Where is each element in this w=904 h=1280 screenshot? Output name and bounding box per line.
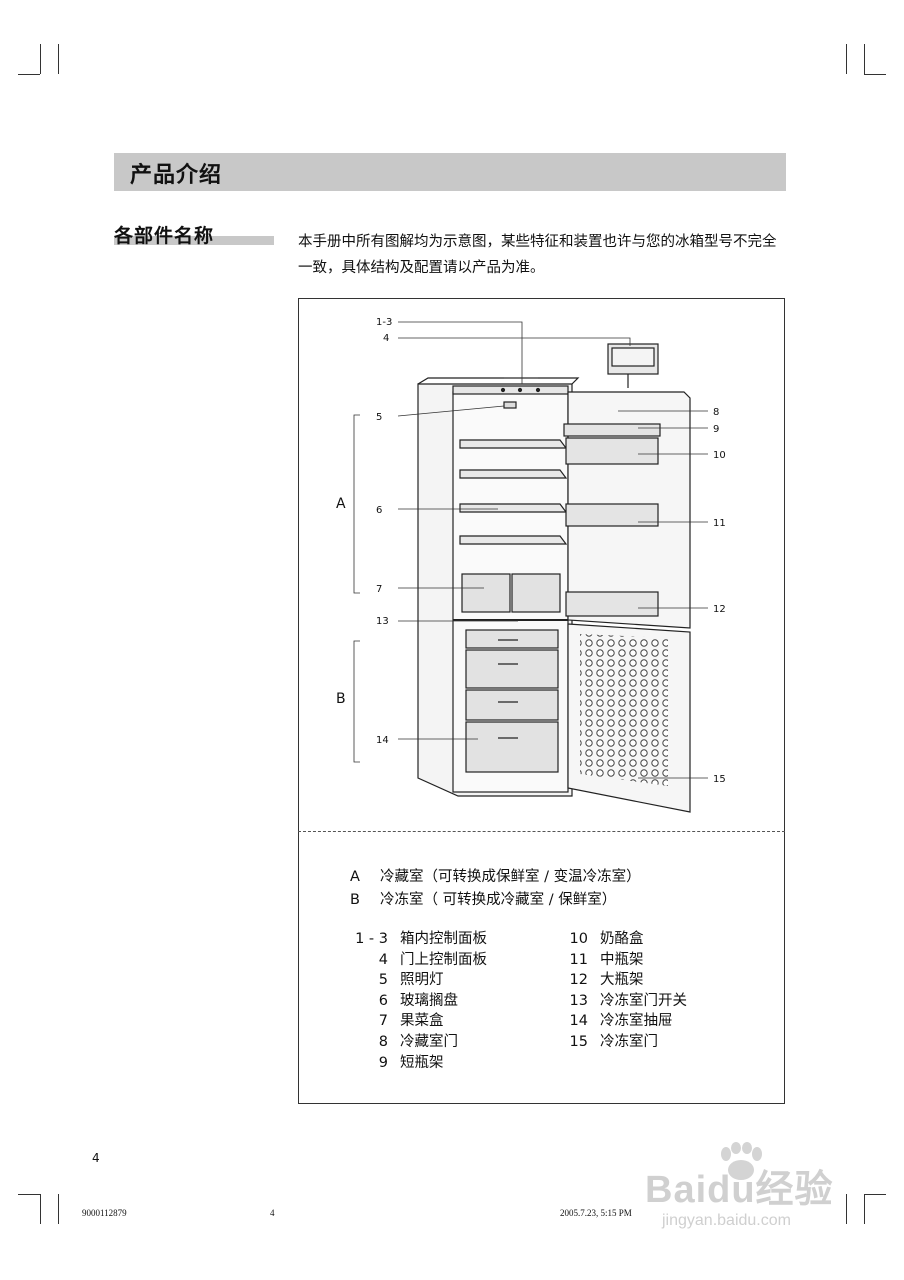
footer-timestamp: 2005.7.23, 5:15 PM bbox=[560, 1208, 632, 1218]
list-item: 6 玻璃搁盘 bbox=[350, 991, 487, 1012]
part-label: 冷冻室门 bbox=[600, 1033, 658, 1050]
page-number: 4 bbox=[92, 1151, 100, 1165]
part-label: 玻璃搁盘 bbox=[400, 992, 458, 1009]
part-number: 9 bbox=[378, 1054, 388, 1071]
part-number: 10 bbox=[569, 931, 588, 947]
part-number: 1 - 3 bbox=[355, 931, 388, 947]
subsection-title: 各部件名称 bbox=[114, 225, 215, 247]
legend-a-text: 冷藏室（可转换成保鲜室 / 变温冷冻室） bbox=[380, 869, 641, 885]
crop-mark bbox=[846, 44, 847, 74]
callout-12: 12 bbox=[713, 604, 726, 615]
part-label: 冷藏室门 bbox=[400, 1033, 458, 1050]
legend-b-key: B bbox=[350, 892, 360, 908]
part-number: 15 bbox=[569, 1033, 588, 1050]
section-title: 产品介绍 bbox=[130, 163, 223, 188]
footer-code: 9000112879 bbox=[82, 1208, 127, 1218]
list-item: 4 门上控制面板 bbox=[350, 950, 487, 971]
parts-list-right: 10 奶酪盒 11 中瓶架 12 大瓶架 13 冷冻室门开关 14 冷冻室抽屉 15 冷冻室… bbox=[550, 929, 687, 1053]
list-item: 11 中瓶架 bbox=[550, 950, 687, 971]
legend-a-key: A bbox=[350, 869, 360, 885]
footer-page: 4 bbox=[270, 1208, 275, 1218]
part-label: 果菜盒 bbox=[400, 1013, 444, 1030]
fridge-diagram: 1-3 4 5 6 7 13 14 8 9 10 11 12 15 A B bbox=[336, 317, 726, 813]
crop-mark bbox=[58, 44, 59, 74]
list-item: 14 冷冻室抽屉 bbox=[550, 1011, 687, 1032]
list-item: 12 大瓶架 bbox=[550, 970, 687, 991]
part-label: 大瓶架 bbox=[600, 972, 644, 989]
watermark-brand: Baidu经验 bbox=[645, 1169, 834, 1211]
crop-mark bbox=[864, 44, 865, 74]
callout-8: 8 bbox=[713, 407, 719, 418]
list-item: 15 冷冻室门 bbox=[550, 1032, 687, 1053]
list-item: 8 冷藏室门 bbox=[350, 1032, 487, 1053]
callout-4: 4 bbox=[383, 333, 389, 344]
list-item: 7 果菜盒 bbox=[350, 1011, 487, 1032]
parts-list-left: 1 - 3 箱内控制面板 4 门上控制面板 5 照明灯 6 玻璃搁盘 7 果菜盒 8 冷藏室… bbox=[350, 929, 487, 1073]
crop-mark bbox=[18, 1194, 40, 1195]
part-number: 11 bbox=[569, 951, 588, 968]
part-label: 冷冻室抽屉 bbox=[600, 1013, 673, 1030]
part-number: 14 bbox=[569, 1013, 588, 1030]
intro-paragraph: 本手册中所有图解均为示意图，某些特征和装置也许与您的冰箱型号不完全一致，具体结构… bbox=[298, 234, 777, 276]
crop-mark bbox=[58, 1194, 59, 1224]
part-number: 5 bbox=[378, 972, 388, 989]
section-header-bar bbox=[114, 153, 786, 191]
part-label: 短瓶架 bbox=[400, 1054, 444, 1071]
part-label: 箱内控制面板 bbox=[400, 931, 487, 947]
watermark-url: jingyan.baidu.com bbox=[662, 1212, 791, 1229]
list-item: 10 奶酪盒 bbox=[550, 929, 687, 950]
part-number: 12 bbox=[569, 972, 588, 989]
list-item: 5 照明灯 bbox=[350, 970, 487, 991]
crop-mark bbox=[40, 44, 41, 74]
zone-letter-a: A bbox=[336, 496, 346, 512]
part-number: 7 bbox=[378, 1013, 388, 1030]
crop-mark bbox=[864, 74, 886, 75]
part-label: 门上控制面板 bbox=[400, 951, 487, 968]
zone-letter-b: B bbox=[336, 691, 346, 707]
callout-7: 7 bbox=[376, 584, 382, 595]
crop-mark bbox=[846, 1194, 847, 1224]
callout-5: 5 bbox=[376, 412, 382, 423]
part-number: 8 bbox=[378, 1033, 388, 1050]
part-number: 4 bbox=[378, 951, 388, 968]
crop-mark bbox=[864, 1194, 886, 1195]
crop-mark bbox=[40, 1194, 41, 1224]
callout-13: 13 bbox=[376, 616, 389, 627]
callout-1-3: 1-3 bbox=[376, 317, 392, 328]
part-label: 奶酪盒 bbox=[600, 931, 644, 947]
crop-mark bbox=[864, 1194, 865, 1224]
list-item: 9 短瓶架 bbox=[350, 1053, 487, 1074]
figure-frame bbox=[298, 298, 785, 1104]
callout-9: 9 bbox=[713, 424, 719, 435]
callout-6: 6 bbox=[376, 505, 382, 516]
callout-10: 10 bbox=[713, 450, 726, 461]
list-item: 13 冷冻室门开关 bbox=[550, 991, 687, 1012]
part-label: 中瓶架 bbox=[600, 951, 644, 968]
list-item: 1 - 3 箱内控制面板 bbox=[350, 929, 487, 950]
part-number: 6 bbox=[378, 992, 388, 1009]
callout-14: 14 bbox=[376, 735, 389, 746]
callout-11: 11 bbox=[713, 518, 726, 529]
crop-mark bbox=[18, 74, 40, 75]
legend-b-text: 冷冻室（ 可转换成冷藏室 / 保鲜室） bbox=[380, 892, 617, 908]
part-label: 冷冻室门开关 bbox=[600, 992, 687, 1009]
part-number: 13 bbox=[569, 992, 588, 1009]
part-label: 照明灯 bbox=[400, 972, 444, 989]
figure-divider bbox=[298, 831, 785, 832]
callout-15: 15 bbox=[713, 774, 726, 785]
paw-logo-icon bbox=[721, 1142, 762, 1180]
legend-a: A 冷藏室（可转换成保鲜室 / 变温冷冻室） bbox=[350, 865, 641, 886]
legend-b: B 冷冻室（ 可转换成冷藏室 / 保鲜室） bbox=[350, 888, 616, 909]
